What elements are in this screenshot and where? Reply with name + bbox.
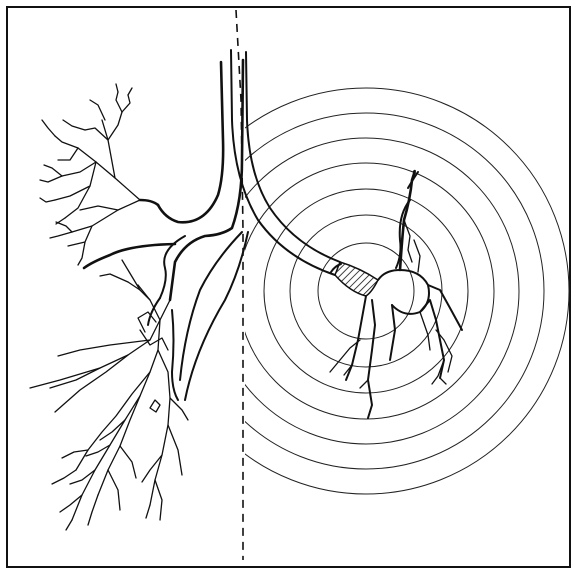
right-vessels — [396, 171, 462, 384]
catheter — [231, 50, 378, 296]
catheter-hatched-tip — [335, 262, 378, 296]
airway-trunk — [84, 60, 248, 400]
upper-bronchial-tree — [40, 84, 140, 265]
figure-frame — [7, 7, 570, 567]
lower-bronchial-tree — [30, 260, 188, 530]
